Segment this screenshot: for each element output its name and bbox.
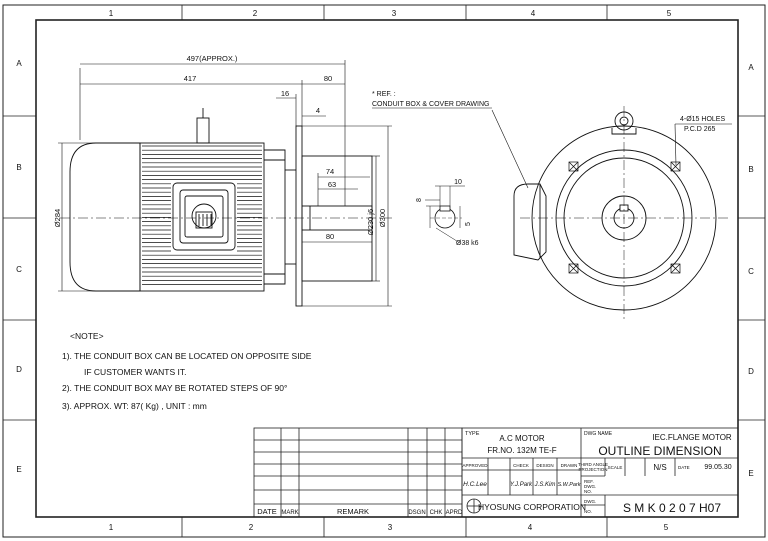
col-label-top-5: 5 xyxy=(667,9,672,18)
row-label-right-C: C xyxy=(748,267,754,276)
dim-shaft-extension: 80 xyxy=(324,74,332,83)
row-label-left-A: A xyxy=(16,59,22,68)
dim-shaft-dia: Ø38 k6 xyxy=(456,240,479,247)
row-label-right-D: D xyxy=(748,367,754,376)
rev-mark-header: MARK xyxy=(281,510,298,516)
signature-check: Y.J.Park xyxy=(510,482,533,488)
dwg-name-line-2: OUTLINE DIMENSION xyxy=(598,444,721,458)
dim-dia-284: Ø284 xyxy=(53,209,62,227)
row-label-right-A: A xyxy=(748,63,754,72)
revision-labels: DATE MARK REMARK DSGN CHK APRD xyxy=(257,507,463,516)
dwg-no-value: S M K 0 2 0 7 H07 xyxy=(623,501,721,515)
title-block-text: TYPE A.C MOTOR FR.NO. 132M TE-F APPROVED… xyxy=(462,431,731,515)
row-label-left-E: E xyxy=(16,465,21,474)
approved-label: APPROVED xyxy=(462,463,488,468)
rev-aprd-header: APRD xyxy=(446,510,463,516)
col-label-top-3: 3 xyxy=(392,9,397,18)
shaft-section xyxy=(425,185,465,244)
side-dim-labels: 497(APPROX.) 417 80 16 4 74 63 80 Ø284 Ø… xyxy=(53,54,387,241)
row-label-right-B: B xyxy=(748,165,753,174)
dim-key-height: 8 xyxy=(416,198,423,202)
dim-key-width: 10 xyxy=(454,179,462,186)
notes-title: <NOTE> xyxy=(70,331,104,341)
signature-drawn: S.W.Park xyxy=(557,482,580,488)
drawn-label: DRAWN xyxy=(561,463,578,468)
dim-key-length-74: 74 xyxy=(326,167,334,176)
note-1: 1). THE CONDUIT BOX CAN BE LOCATED ON OP… xyxy=(62,351,312,361)
dim-key-length-63: 63 xyxy=(328,180,336,189)
holes-label: 4-Ø15 HOLES xyxy=(680,116,725,123)
row-label-left-D: D xyxy=(16,365,22,374)
ref-drawing-label: CONDUIT BOX & COVER DRAWING xyxy=(372,101,489,108)
dim-flange-gap: 16 xyxy=(281,89,289,98)
date-label: DATE xyxy=(678,465,690,470)
note-2: 2). THE CONDUIT BOX MAY BE ROTATED STEPS… xyxy=(62,383,288,393)
design-label: DESIGN xyxy=(536,463,553,468)
dwg-name-label: DWG NAME xyxy=(584,431,613,437)
ref-label: * REF. : xyxy=(372,91,396,98)
col-label-bottom-5: 5 xyxy=(664,523,669,532)
rev-chk-header: CHK xyxy=(430,510,443,516)
check-label: CHECK xyxy=(513,463,529,468)
rev-dsgn-header: DSGN xyxy=(408,510,425,516)
col-label-bottom-3: 3 xyxy=(388,523,393,532)
ref-dwg-label: REF.DWG.NO. xyxy=(584,479,596,494)
row-label-left-B: B xyxy=(16,163,21,172)
col-label-top-1: 1 xyxy=(109,9,114,18)
signature-approved: H.C.Lee xyxy=(463,481,487,488)
row-label-right-E: E xyxy=(748,469,753,478)
scale-label: SCALE xyxy=(608,465,623,470)
end-view-labels: * REF. : CONDUIT BOX & COVER DRAWING 4-Ø… xyxy=(372,91,725,133)
date-value: 99.05.30 xyxy=(704,464,731,471)
signature-design: J.S.Kim xyxy=(534,482,556,488)
revision-table xyxy=(253,427,463,518)
col-label-top-4: 4 xyxy=(531,9,536,18)
note-3: 3). APPROX. WT: 87( Kg) , UNIT : mm xyxy=(62,401,207,411)
rev-date-header: DATE xyxy=(257,507,276,516)
motor-side-view xyxy=(60,108,392,307)
col-label-bottom-1: 1 xyxy=(109,523,114,532)
outer-border xyxy=(2,4,766,538)
row-label-left-C: C xyxy=(16,265,22,274)
shaft-labels: 10 8 5 Ø38 k6 xyxy=(416,179,479,247)
dim-body-length: 417 xyxy=(184,74,197,83)
type-line-1: A.C MOTOR xyxy=(499,434,544,443)
col-label-top-2: 2 xyxy=(253,9,258,18)
company-name: HYOSUNG CORPORATION xyxy=(478,502,586,512)
col-label-bottom-4: 4 xyxy=(528,523,533,532)
note-1-cont: IF CUSTOMER WANTS IT. xyxy=(84,367,187,377)
grid-labels: 1 2 3 4 5 1 2 3 4 5 A B C D E A B C D E xyxy=(16,9,754,532)
dim-flange-thickness: 4 xyxy=(316,106,320,115)
dim-dia-300: Ø300 xyxy=(378,209,387,227)
type-line-2: FR.NO. 132M TE-F xyxy=(487,446,556,455)
motor-end-view xyxy=(491,106,732,320)
dim-key-5: 5 xyxy=(465,222,472,226)
grid-ticks xyxy=(3,5,765,537)
side-dimensions xyxy=(58,60,392,307)
dim-dia-230: Ø230 j6 xyxy=(366,209,375,235)
dwg-no-label: DWG.NO. xyxy=(584,499,596,514)
dim-shaft-80: 80 xyxy=(326,232,334,241)
type-label: TYPE xyxy=(465,431,480,437)
scale-value: N/S xyxy=(653,463,666,472)
dim-overall-length: 497(APPROX.) xyxy=(187,54,238,63)
title-block xyxy=(461,427,739,518)
col-label-bottom-2: 2 xyxy=(249,523,254,532)
rev-remark-header: REMARK xyxy=(337,507,369,516)
dwg-name-line-1: IEC.FLANGE MOTOR xyxy=(652,433,732,442)
pcd-label: P.C.D 265 xyxy=(684,126,715,133)
